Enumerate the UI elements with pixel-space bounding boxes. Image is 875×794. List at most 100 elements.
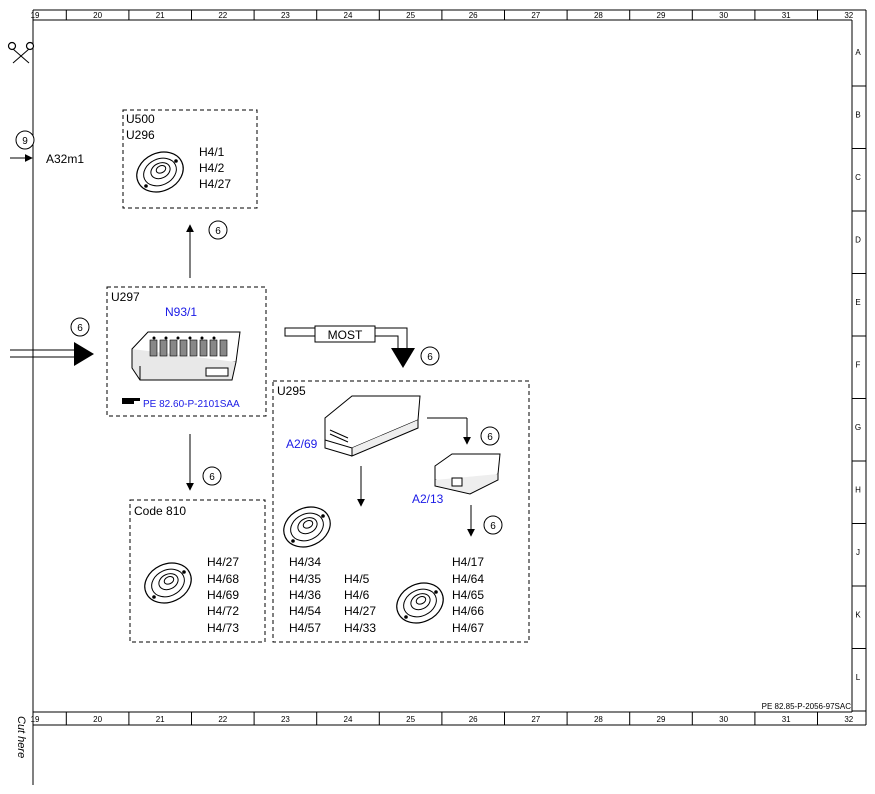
column-label: 21 [156,715,165,724]
control-unit-icon [131,331,241,381]
input-arrow: 6 [10,317,94,366]
column-label: 28 [594,11,603,20]
speaker-label: H4/66 [452,604,484,618]
input-number: 6 [77,323,83,334]
speaker-label: H4/72 [207,604,239,618]
speaker-label: H4/27 [199,177,231,191]
n93-1-label: N93/1 [165,305,197,319]
module-icon [434,453,501,495]
column-label: 19 [31,715,40,724]
drawing-frame [32,9,867,785]
row-label: C [855,173,861,182]
u296-title: U296 [126,128,155,142]
a32m1-label: A32m1 [46,152,84,166]
most-label: MOST [328,328,363,342]
column-label: 31 [782,715,791,724]
row-label: H [855,486,861,495]
column-label: 27 [531,715,540,724]
speaker-label: H4/33 [344,621,376,635]
column-label: 29 [657,11,666,20]
speaker-label: H4/27 [344,604,376,618]
speaker-label: H4/17 [452,555,484,569]
column-label: 24 [344,715,353,724]
code810-title: Code 810 [134,504,186,518]
speaker-label: H4/65 [452,588,484,602]
column-label: 25 [406,11,415,20]
column-label: 19 [31,11,40,20]
column-label: 28 [594,715,603,724]
column-label: 24 [344,11,353,20]
row-label: F [856,361,861,370]
box-u297: U297 N93/1 [106,286,267,417]
box-u295: U295 A2/69 6 A2/13 6 H4/34 H4/35 H4/36 H… [272,380,530,643]
arrow-number: 6 [215,226,221,237]
column-label: 27 [531,11,540,20]
column-label: 26 [469,11,478,20]
speaker-label: H4/69 [207,588,239,602]
row-label: K [855,611,861,620]
column-label: 22 [218,11,227,20]
most-bus: MOST 6 [284,325,440,368]
arrow-to-u500: 6 [186,220,228,278]
column-label: 32 [844,11,853,20]
speaker-label: H4/1 [199,145,225,159]
box-code810: Code 810 H4/27 H4/68 H4/69 H4/72 H4/73 [129,499,266,643]
arrow-number: 6 [427,352,433,363]
column-label: 30 [719,11,728,20]
speaker-label: H4/57 [289,621,321,635]
cut-here-label: Cut here [15,716,27,758]
reference-hand-icon [122,398,140,404]
speaker-icon [129,144,191,200]
speaker-label: H4/36 [289,588,321,602]
row-label: A [855,48,861,57]
column-label: 23 [281,715,290,724]
column-label: 21 [156,11,165,20]
column-label: 26 [469,715,478,724]
column-label: 20 [93,715,102,724]
amplifier-icon [324,395,421,457]
row-label: J [856,548,860,557]
u297-title: U297 [111,290,140,304]
reference-link[interactable]: PE 82.60-P-2101SAA [143,399,240,410]
speaker-label: H4/64 [452,572,484,586]
column-label: 23 [281,11,290,20]
arrow-number: 6 [490,521,496,532]
box-u500: U500 U296 H4/1 H4/2 H4/27 [122,109,258,209]
row-label: L [856,673,861,682]
connector-number: 9 [22,136,28,147]
speaker-label: H4/35 [289,572,321,586]
speaker-icon [137,555,199,611]
column-label: 32 [844,715,853,724]
footer-reference: PE 82.85-P-2056-97SAC [762,702,852,711]
arrow-number: 6 [487,432,493,443]
speaker-label: H4/73 [207,621,239,635]
speaker-icon [276,499,338,555]
speaker-label: H4/34 [289,555,321,569]
speaker-label: H4/2 [199,161,225,175]
column-label: 29 [657,715,666,724]
speaker-label: H4/6 [344,588,370,602]
speaker-icon [389,575,451,631]
column-label: 25 [406,715,415,724]
arrow-to-code810: 6 [186,434,222,491]
column-labels-bottom: 19 20 21 22 23 24 25 26 27 28 29 30 31 32 [31,715,854,724]
a2-69-label: A2/69 [286,437,318,451]
a2-13-label: A2/13 [412,492,444,506]
scissors-icon [7,41,35,64]
speaker-label: H4/67 [452,621,484,635]
column-label: 30 [719,715,728,724]
u295-title: U295 [277,384,306,398]
u500-title: U500 [126,112,155,126]
incoming-a32m1: 9 A32m1 [10,130,84,166]
speaker-label: H4/68 [207,572,239,586]
row-label: B [855,111,860,120]
column-label: 22 [218,715,227,724]
row-label: E [855,298,860,307]
speaker-label: H4/54 [289,604,321,618]
arrow-number: 6 [209,472,215,483]
row-label: G [855,423,861,432]
speaker-label: H4/5 [344,572,370,586]
